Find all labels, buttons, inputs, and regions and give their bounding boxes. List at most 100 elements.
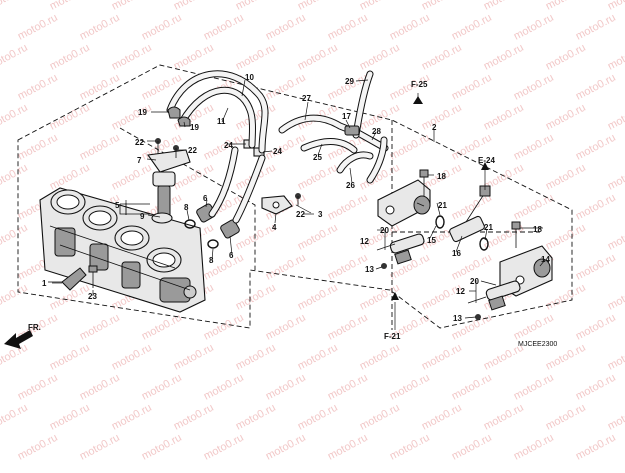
watermark-text: moto0.ru [0, 0, 30, 13]
watermark-text: moto0.ru [574, 72, 618, 103]
watermark-text: moto0.ru [202, 432, 246, 463]
watermark-text: moto0.ru [296, 222, 340, 253]
watermark-text: moto0.ru [234, 402, 278, 433]
screw-part-23 [88, 265, 98, 288]
label-part-19a: 19 [138, 108, 147, 117]
watermark-text: moto0.ru [0, 282, 30, 313]
watermark-text: moto0.ru [0, 102, 30, 133]
front-arrow-icon [4, 330, 33, 349]
watermark-text: moto0.ru [512, 432, 556, 463]
watermark-text: moto0.ru [512, 72, 556, 103]
watermark-text: moto0.ru [296, 0, 340, 13]
watermark-text: moto0.ru [544, 42, 588, 73]
watermark-text: moto0.ru [574, 252, 618, 283]
watermark-text: moto0.ru [606, 102, 625, 133]
watermark-text: moto0.ru [606, 282, 625, 313]
label-part-24b: 24 [273, 147, 282, 156]
watermark-text: moto0.ru [606, 0, 625, 13]
leader-lines [52, 79, 546, 330]
label-part-12b: 12 [456, 287, 465, 296]
watermark-text: moto0.ru [420, 402, 464, 433]
watermark-text: moto0.ru [606, 402, 625, 433]
watermark-text: moto0.ru [388, 12, 432, 43]
watermark-text: moto0.ru [512, 132, 556, 163]
watermark-text: moto0.ru [78, 372, 122, 403]
watermark-text: moto0.ru [110, 342, 154, 373]
watermark-text: moto0.ru [234, 42, 278, 73]
map-sensor-assembly [119, 149, 191, 224]
watermark-text: moto0.ru [326, 252, 370, 283]
label-part-5: 5 [115, 201, 120, 210]
watermark-text: moto0.ru [0, 42, 30, 73]
bolts-part-22 [155, 138, 301, 206]
watermark-text: moto0.ru [16, 12, 60, 43]
watermark-text: moto0.ru [512, 12, 556, 43]
ref-f25: F-25 [411, 80, 428, 89]
watermark-text: moto0.ru [450, 432, 494, 463]
watermark-text: moto0.ru [264, 312, 308, 343]
label-part-13b: 13 [453, 314, 462, 323]
ref-f21: F-21 [384, 332, 401, 341]
label-part-11: 11 [217, 117, 226, 126]
label-part-18b: 18 [533, 225, 542, 234]
label-part-2: 2 [432, 123, 437, 132]
watermark-text: moto0.ru [16, 372, 60, 403]
watermark-text: moto0.ru [358, 402, 402, 433]
assembly-boundary [17, 64, 573, 329]
ref-arrow-f25 [413, 96, 423, 104]
fuel-rail-upper [377, 179, 431, 227]
label-part-22b: 22 [188, 146, 197, 155]
watermark-text: moto0.ru [110, 0, 154, 13]
watermark-text: moto0.ru [140, 372, 184, 403]
watermark-text: moto0.ru [544, 102, 588, 133]
watermark-text: moto0.ru [48, 42, 92, 73]
front-indicator-label: FR. [28, 323, 41, 332]
watermark-text: moto0.ru [544, 402, 588, 433]
watermark-text: moto0.ru [0, 162, 30, 193]
o-ring-and-joint-parts [184, 203, 240, 249]
watermark-text: moto0.ru [606, 222, 625, 253]
label-part-16: 16 [452, 249, 461, 258]
watermark-text: moto0.ru [78, 432, 122, 463]
watermark-text: moto0.ru [296, 42, 340, 73]
watermark-text: moto0.ru [296, 282, 340, 313]
watermark-text: moto0.ru [512, 192, 556, 223]
label-part-27: 27 [302, 94, 311, 103]
sensor-part-1 [48, 267, 87, 291]
watermark-text: moto0.ru [544, 222, 588, 253]
watermark-text: moto0.ru [544, 282, 588, 313]
watermark-text: moto0.ru [172, 402, 216, 433]
watermark-text: moto0.ru [388, 372, 432, 403]
o-rings-part-21 [435, 215, 489, 251]
watermark-text: moto0.ru [512, 312, 556, 343]
watermark-text: moto0.ru [110, 42, 154, 73]
watermark-text: moto0.ru [48, 0, 92, 13]
label-part-1: 1 [42, 279, 47, 288]
label-part-24a: 24 [224, 141, 233, 150]
watermark-text: moto0.ru [296, 402, 340, 433]
watermark-text: moto0.ru [358, 42, 402, 73]
watermark-text: moto0.ru [48, 402, 92, 433]
watermark-text: moto0.ru [202, 372, 246, 403]
watermark-text: moto0.ru [420, 342, 464, 373]
watermark-text: moto0.ru [0, 222, 30, 253]
injector-assemblies [389, 233, 521, 311]
label-part-15: 15 [427, 236, 436, 245]
watermark-text: moto0.ru [234, 342, 278, 373]
watermark-text: moto0.ru [482, 402, 526, 433]
watermark-text: moto0.ru [16, 432, 60, 463]
watermark-text: moto0.ru [358, 342, 402, 373]
watermark-text: moto0.ru [140, 12, 184, 43]
watermark-text: moto0.ru [512, 372, 556, 403]
watermark-text: moto0.ru [326, 432, 370, 463]
watermark-text: moto0.ru [172, 342, 216, 373]
watermark-text: moto0.ru [264, 372, 308, 403]
watermark-text: moto0.ru [450, 372, 494, 403]
diagram-code: MJCEE2300 [518, 341, 557, 348]
label-part-12a: 12 [360, 237, 369, 246]
watermark-text: moto0.ru [420, 102, 464, 133]
ref-arrow-e24 [481, 162, 489, 170]
label-part-3: 3 [318, 210, 323, 219]
fuel-hoses [278, 70, 389, 184]
